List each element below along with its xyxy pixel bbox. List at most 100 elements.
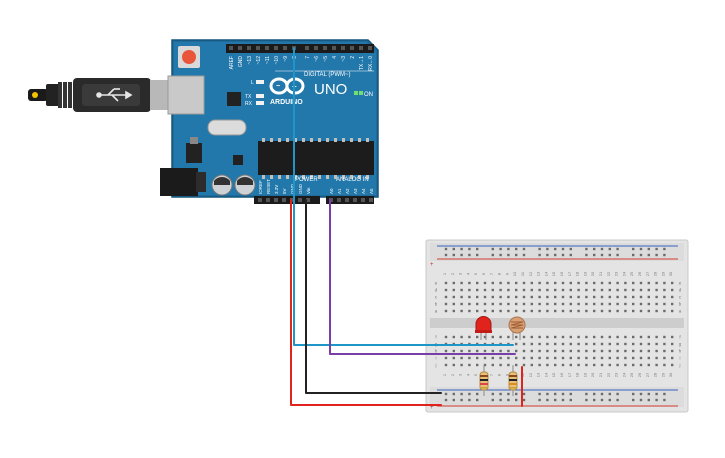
breadboard-hole[interactable] [577,302,580,306]
breadboard-hole[interactable] [585,288,588,292]
breadboard-hole[interactable] [522,349,526,353]
breadboard-hole[interactable] [608,288,611,292]
breadboard-hole[interactable] [546,342,549,346]
rail-hole[interactable] [468,398,471,402]
breadboard-hole[interactable] [647,281,650,285]
breadboard-hole[interactable] [632,356,635,360]
breadboard-hole[interactable] [538,302,541,306]
breadboard-hole[interactable] [538,349,541,353]
breadboard-hole[interactable] [600,363,604,367]
breadboard-hole[interactable] [561,281,565,285]
breadboard-hole[interactable] [483,363,487,367]
breadboard-hole[interactable] [569,288,572,292]
breadboard-hole[interactable] [499,349,502,353]
breadboard-hole[interactable] [476,295,479,299]
breadboard-hole[interactable] [530,281,533,285]
rail-hole[interactable] [468,392,471,396]
breadboard-hole[interactable] [569,356,572,360]
analog-pin-4[interactable] [361,198,365,202]
rail-hole[interactable] [632,392,635,396]
breadboard-hole[interactable] [476,281,479,285]
breadboard-hole[interactable] [671,335,674,339]
breadboard-hole[interactable] [476,309,479,313]
rail-hole[interactable] [491,392,494,396]
rail-hole[interactable] [663,247,666,251]
breadboard-hole[interactable] [616,302,619,306]
breadboard-hole[interactable] [468,302,471,306]
breadboard-hole[interactable] [647,302,650,306]
rail-hole[interactable] [515,253,518,257]
breadboard-hole[interactable] [538,363,541,367]
rail-hole[interactable] [647,398,650,402]
wire-red-5v[interactable] [290,199,442,406]
breadboard-hole[interactable] [647,309,650,313]
rail-hole[interactable] [507,398,510,402]
digital-pin-10[interactable] [323,46,327,50]
rail-hole[interactable] [460,398,463,402]
breadboard-hole[interactable] [577,295,580,299]
breadboard-hole[interactable] [522,302,526,306]
breadboard-hole[interactable] [647,288,650,292]
breadboard-hole[interactable] [538,281,541,285]
rail-hole[interactable] [554,247,557,251]
rail-hole[interactable] [444,247,448,251]
digital-pin-2[interactable] [247,46,251,50]
breadboard-hole[interactable] [468,335,471,339]
breadboard-hole[interactable] [530,356,533,360]
breadboard-hole[interactable] [663,288,666,292]
breadboard-hole[interactable] [616,309,619,313]
breadboard-hole[interactable] [569,302,572,306]
rail-hole[interactable] [546,392,549,396]
breadboard-hole[interactable] [632,349,635,353]
breadboard-hole[interactable] [655,349,658,353]
digital-pin-4[interactable] [265,46,269,50]
breadboard-hole[interactable] [593,342,596,346]
breadboard-hole[interactable] [538,309,541,313]
breadboard-hole[interactable] [585,356,588,360]
breadboard-hole[interactable] [663,309,666,313]
breadboard-hole[interactable] [460,356,463,360]
breadboard-hole[interactable] [561,356,565,360]
rail-hole[interactable] [499,247,502,251]
reset-button[interactable] [182,50,196,64]
breadboard-hole[interactable] [655,335,658,339]
breadboard-hole[interactable] [655,356,658,360]
breadboard-hole[interactable] [491,302,494,306]
breadboard-hole[interactable] [507,335,510,339]
breadboard-hole[interactable] [585,281,588,285]
breadboard-hole[interactable] [647,356,650,360]
rail-hole[interactable] [522,392,526,396]
breadboard-hole[interactable] [608,309,611,313]
rail-hole[interactable] [639,398,643,402]
breadboard-hole[interactable] [476,288,479,292]
breadboard-hole[interactable] [546,295,549,299]
breadboard-hole[interactable] [491,281,494,285]
breadboard-hole[interactable] [476,356,479,360]
breadboard-hole[interactable] [522,309,526,313]
breadboard-hole[interactable] [624,302,627,306]
breadboard-hole[interactable] [444,295,448,299]
breadboard-hole[interactable] [546,309,549,313]
rail-hole[interactable] [491,247,494,251]
breadboard-hole[interactable] [624,288,627,292]
rail-hole[interactable] [616,253,619,257]
breadboard-hole[interactable] [600,356,604,360]
breadboard-hole[interactable] [616,281,619,285]
breadboard-hole[interactable] [655,342,658,346]
breadboard-hole[interactable] [616,349,619,353]
breadboard-hole[interactable] [499,281,502,285]
breadboard-hole[interactable] [538,288,541,292]
rail-hole[interactable] [600,392,604,396]
breadboard-hole[interactable] [655,363,658,367]
breadboard-hole[interactable] [671,309,674,313]
rail-hole[interactable] [554,392,557,396]
breadboard-hole[interactable] [499,363,502,367]
breadboard-hole[interactable] [507,356,510,360]
rail-hole[interactable] [593,392,596,396]
breadboard-hole[interactable] [476,363,479,367]
rail-hole[interactable] [655,398,658,402]
rail-hole[interactable] [632,247,635,251]
rail-hole[interactable] [538,253,541,257]
breadboard-hole[interactable] [632,281,635,285]
breadboard-hole[interactable] [624,363,627,367]
